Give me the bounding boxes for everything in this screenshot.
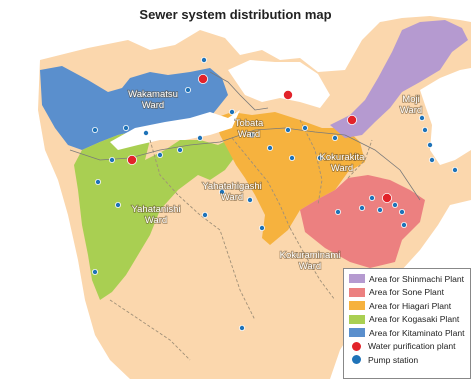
sea-north xyxy=(228,60,330,108)
legend-label: Area for Sone Plant xyxy=(369,287,445,298)
legend-label: Area for Kitaminato Plant xyxy=(369,327,465,338)
pump-station xyxy=(301,125,308,132)
water-purification-plant xyxy=(282,90,293,101)
legend-swatch xyxy=(349,314,365,324)
pump-station xyxy=(334,208,341,215)
pump-station xyxy=(400,221,407,228)
legend-swatch xyxy=(349,274,365,284)
water-purification-plant xyxy=(197,74,208,85)
map-legend: Area for Shinmachi Plant Area for Sone P… xyxy=(343,268,471,379)
pump-station xyxy=(258,224,265,231)
pump-station xyxy=(246,196,253,203)
pump-station xyxy=(142,129,149,136)
pump-station xyxy=(218,188,225,195)
water-purification-plant xyxy=(381,192,392,203)
pump-station xyxy=(358,204,365,211)
pump-station xyxy=(176,146,183,153)
pump-station xyxy=(200,57,207,64)
pump-station xyxy=(284,127,291,134)
pump-station xyxy=(426,141,433,148)
legend-item-kitaminato: Area for Kitaminato Plant xyxy=(349,326,470,340)
legend-label: Area for Kogasaki Plant xyxy=(369,314,460,325)
pump-station xyxy=(109,156,116,163)
pump-station xyxy=(428,156,435,163)
map-title: Sewer system distribution map xyxy=(139,7,332,22)
pump-station xyxy=(451,166,458,173)
pump-station xyxy=(331,134,338,141)
pump-station xyxy=(266,144,273,151)
pump-station xyxy=(288,154,295,161)
legend-label: Water purification plant xyxy=(368,341,456,352)
pump-station xyxy=(92,268,99,275)
legend-item-kogasaki: Area for Kogasaki Plant xyxy=(349,313,470,327)
rail-lines xyxy=(69,71,421,201)
pump-station xyxy=(196,134,203,141)
legend-item-pump-station: Pump station xyxy=(349,353,470,367)
legend-label: Area for Shinmachi Plant xyxy=(369,273,465,284)
pump-station xyxy=(421,127,428,134)
pump-station xyxy=(238,324,245,331)
pump-station xyxy=(248,131,255,138)
pump-station xyxy=(92,127,99,134)
legend-swatch xyxy=(349,301,365,311)
water-plant-icon xyxy=(352,341,361,351)
sea-east xyxy=(420,68,471,165)
legend-item-shinmachi: Area for Shinmachi Plant xyxy=(349,272,470,286)
area-sone xyxy=(300,175,425,268)
legend-swatch xyxy=(349,328,365,338)
pump-station xyxy=(391,201,398,208)
area-kitaminato xyxy=(40,66,228,150)
pump-station xyxy=(123,125,130,132)
legend-label: Area for Hiagari Plant xyxy=(369,300,452,311)
pump-station xyxy=(398,208,405,215)
pump-station xyxy=(184,87,191,94)
pump-station xyxy=(418,115,425,122)
legend-label: Pump station xyxy=(368,354,419,365)
pump-station xyxy=(156,151,163,158)
ward-boundaries xyxy=(109,119,373,361)
area-kogasaki xyxy=(74,130,240,300)
legend-item-water-plant: Water purification plant xyxy=(349,340,470,354)
water-plants xyxy=(127,74,392,203)
legend-item-sone: Area for Sone Plant xyxy=(349,286,470,300)
pump-station xyxy=(201,211,208,218)
pump-station xyxy=(115,201,122,208)
water-purification-plant xyxy=(346,115,357,126)
water-purification-plant xyxy=(127,154,138,165)
dokai-bay xyxy=(110,110,240,150)
pump-station xyxy=(95,178,102,185)
pump-stations xyxy=(92,57,458,331)
area-hiagari xyxy=(215,112,365,245)
pump-station xyxy=(228,109,235,116)
pump-station xyxy=(368,194,375,201)
legend-item-hiagari: Area for Hiagari Plant xyxy=(349,299,470,313)
legend-swatch xyxy=(349,287,365,297)
pump-station xyxy=(376,206,383,213)
pump-station xyxy=(316,154,323,161)
area-shinmachi xyxy=(330,20,468,138)
pump-station-icon xyxy=(352,355,361,365)
